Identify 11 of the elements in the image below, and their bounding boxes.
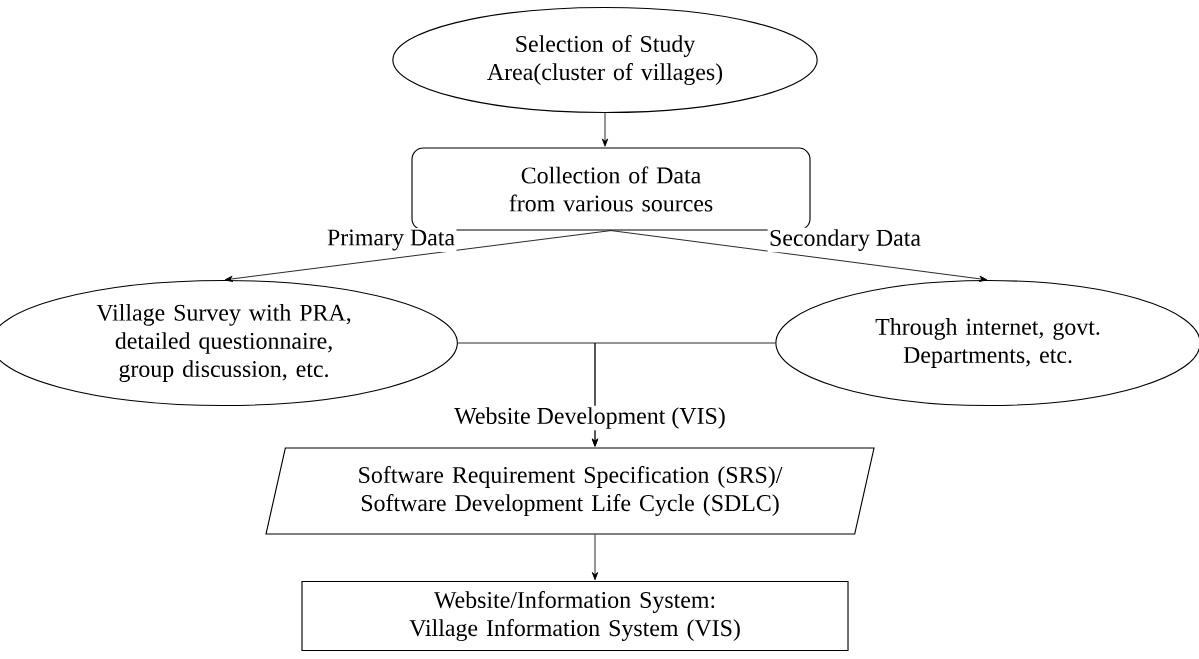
edge-label: Secondary Data — [767, 227, 923, 253]
process-box: Website/Information System: Village Information System (VIS) — [301, 580, 849, 652]
arrow — [610, 230, 988, 282]
edge-label: Website Development (VIS) — [452, 405, 728, 431]
edge-label: Primary Data — [325, 228, 457, 252]
ellipse-node: Selection of Study Area(cluster of villages) — [392, 6, 818, 114]
arrow — [224, 230, 612, 282]
parallelogram-box: Software Requirement Specification (SRS)/ Software Development Life Cycle (SDLC) — [265, 447, 875, 535]
arrow — [601, 112, 609, 147]
arrow — [591, 342, 776, 447]
arrow — [591, 534, 599, 581]
